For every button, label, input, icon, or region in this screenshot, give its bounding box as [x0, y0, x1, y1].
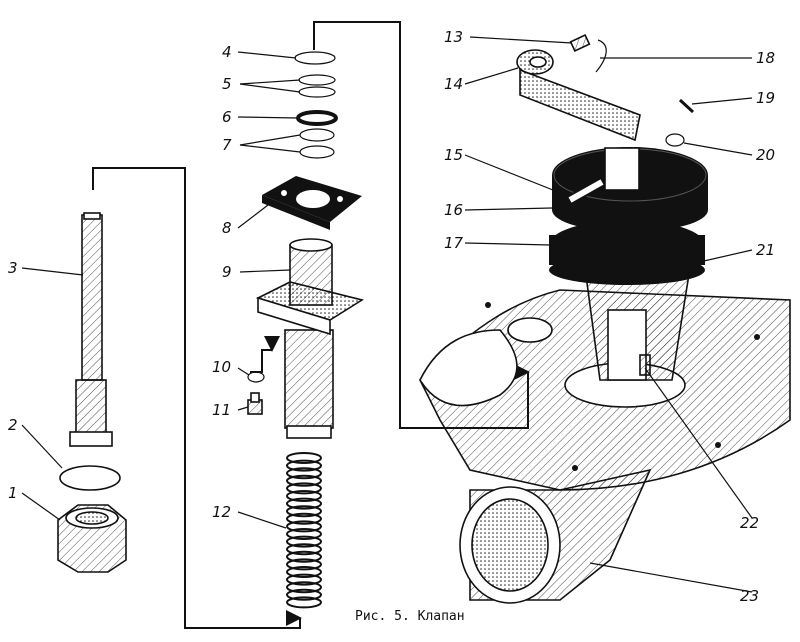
callout-8: 8 — [222, 219, 232, 237]
callout-15: 15 — [444, 146, 463, 164]
callout-13: 13 — [444, 28, 463, 46]
part-12-spring — [286, 452, 322, 609]
leader-lines — [21, 36, 753, 593]
callout-19: 19 — [756, 89, 775, 107]
part-4-snap-ring — [294, 51, 336, 65]
part-21-bracket — [584, 267, 691, 381]
part-7-o-rings — [299, 128, 335, 159]
part-11-bolt — [247, 392, 263, 415]
part-3-valve-stem — [69, 212, 113, 447]
callout-5: 5 — [222, 75, 232, 93]
part-10-washer — [247, 371, 265, 383]
callout-12: 12 — [212, 503, 231, 521]
callout-9: 9 — [222, 263, 232, 281]
callout-14: 14 — [444, 75, 463, 93]
callout-23: 23 — [740, 587, 759, 605]
callout-11: 11 — [212, 401, 231, 419]
part-17-disc-bottom — [549, 220, 705, 285]
part-19-cotter-pin — [678, 98, 695, 114]
callout-21: 21 — [756, 241, 775, 259]
callout-17: 17 — [444, 234, 464, 252]
callout-20: 20 — [756, 146, 775, 164]
part-23-housing — [419, 289, 791, 604]
callout-3: 3 — [8, 259, 18, 277]
callout-4: 4 — [222, 43, 232, 61]
callout-10: 10 — [212, 358, 231, 376]
callout-1: 1 — [8, 484, 18, 502]
part-9-valve-body — [255, 238, 365, 439]
part-18-wire — [595, 39, 607, 73]
callout-22: 22 — [740, 514, 759, 532]
callout-18: 18 — [756, 49, 775, 67]
assembly-line-stem — [92, 167, 302, 629]
part-6-seal — [296, 110, 338, 126]
callout-6: 6 — [222, 108, 232, 126]
callout-16: 16 — [444, 201, 463, 219]
part-8-flange-gasket — [262, 176, 362, 230]
assembly-line-bolt — [250, 336, 280, 373]
part-15-pin — [567, 147, 640, 205]
part-5-rings — [298, 74, 336, 98]
part-14-lever — [516, 49, 641, 142]
part-13-screw — [569, 34, 591, 52]
part-2-gasket — [59, 465, 121, 491]
figure-caption: Рис. 5. Клапан — [355, 609, 465, 624]
callout-2: 2 — [8, 416, 18, 434]
callout-7: 7 — [222, 136, 232, 154]
part-22-screw — [639, 354, 651, 376]
part-20-washer — [665, 133, 685, 147]
part-1-nut — [57, 504, 127, 573]
